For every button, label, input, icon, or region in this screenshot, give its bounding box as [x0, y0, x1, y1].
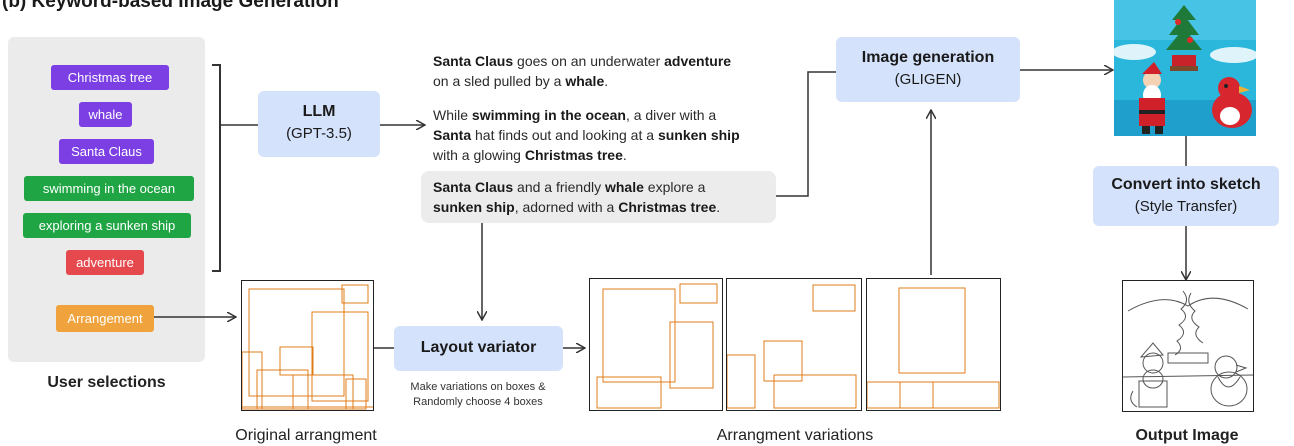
story-keyword: whale — [604, 179, 644, 195]
story-text: goes on an underwater — [513, 53, 665, 69]
convert-sketch-subtitle: (Style Transfer) — [1134, 198, 1238, 215]
bracket-vertical — [219, 64, 221, 272]
story-2: While swimming in the ocean, a diver wit… — [433, 105, 793, 165]
layout-variator-note-line1: Make variations on boxes & — [410, 381, 546, 393]
story-text: explore a — [647, 179, 706, 195]
layout-variator-note-line2: Randomly choose 4 boxes — [413, 396, 543, 408]
story-text: . — [716, 199, 721, 215]
story-text: . — [622, 147, 627, 163]
variation-3-boxes — [867, 287, 1000, 409]
generated-image — [1114, 0, 1256, 136]
llm-box: LLM (GPT-3.5) — [258, 91, 380, 157]
arrangement-variations-caption: Arrangment variations — [716, 427, 874, 444]
user-selections-panel: Christmas tree whale Santa Claus swimmin… — [8, 37, 205, 362]
story-text: on a sled pulled by a — [433, 73, 562, 89]
selected-story-block — [421, 171, 776, 223]
output-sketch-image — [1122, 280, 1254, 412]
variation-frame-1 — [589, 278, 723, 411]
output-image-caption: Output Image — [1135, 427, 1239, 444]
keyword-chip-santa-claus[interactable]: Santa Claus — [59, 139, 154, 164]
llm-title: LLM — [302, 103, 336, 120]
story-keyword: Santa Claus — [433, 53, 514, 69]
story-text: , a diver with a — [625, 107, 717, 123]
story-to-generation-line — [776, 71, 836, 197]
convert-sketch-box: Convert into sketch (Style Transfer) — [1093, 166, 1279, 226]
story-keyword: adventure — [664, 53, 732, 69]
llm-subtitle: (GPT-3.5) — [286, 125, 352, 142]
keyword-chip-whale[interactable]: whale — [79, 102, 132, 127]
image-generation-box: Image generation (GLIGEN) — [836, 37, 1020, 102]
story-keyword: Santa Claus — [433, 179, 514, 195]
keyword-chip-christmas-tree[interactable]: Christmas tree — [51, 65, 169, 90]
variation-1-boxes — [596, 283, 718, 409]
story-keyword: sunken ship — [657, 127, 740, 143]
variation-frame-2 — [726, 278, 862, 411]
sketch-drawing — [1123, 290, 1253, 408]
figure-title: (b) Keyword-based Image Generation — [2, 0, 339, 12]
original-arrangement-frame — [241, 280, 374, 411]
story-keyword: Christmas tree — [524, 147, 623, 163]
image-generation-subtitle: (GLIGEN) — [894, 71, 962, 88]
keyword-chip-exploring-a-sunken-ship[interactable]: exploring a sunken ship — [23, 213, 191, 238]
convert-sketch-title: Convert into sketch — [1111, 176, 1261, 193]
keyword-chip-swimming-in-the-ocean[interactable]: swimming in the ocean — [24, 176, 194, 201]
variation-2-boxes — [727, 284, 857, 409]
arrangement-chip[interactable]: Arrangement — [56, 305, 154, 332]
layout-variator-note: Make variations on boxes & Randomly choo… — [384, 380, 572, 410]
story-text: While — [433, 107, 472, 123]
layout-variator-title: Layout variator — [420, 339, 537, 356]
story-text: . — [604, 73, 609, 89]
story-text: with a glowing — [433, 147, 521, 163]
bracket-top — [212, 64, 221, 66]
keyword-chip-adventure[interactable]: adventure — [66, 250, 144, 275]
original-arrangement-caption: Original arrangment — [235, 427, 377, 444]
story-1: Santa Claus goes on an underwater advent… — [433, 51, 793, 91]
story-3-selected: Santa Claus and a friendly whale explore… — [433, 177, 773, 217]
story-text: hat finds out and looking at a — [471, 127, 658, 143]
user-selections-label: User selections — [47, 374, 166, 391]
story-text: , adorned with a — [514, 199, 619, 215]
original-layout-boxes — [242, 284, 373, 410]
image-generation-title: Image generation — [861, 49, 995, 66]
story-keyword: swimming in the ocean — [471, 107, 626, 123]
variation-frame-3 — [866, 278, 1001, 411]
layout-variator-box: Layout variator — [394, 326, 563, 371]
story-keyword: Santa — [433, 127, 472, 143]
story-text: and a friendly — [513, 179, 605, 195]
bracket-bottom — [212, 270, 221, 272]
story-keyword: Christmas tree — [618, 199, 717, 215]
story-keyword: whale — [565, 73, 605, 89]
story-keyword: sunken ship — [433, 199, 515, 215]
